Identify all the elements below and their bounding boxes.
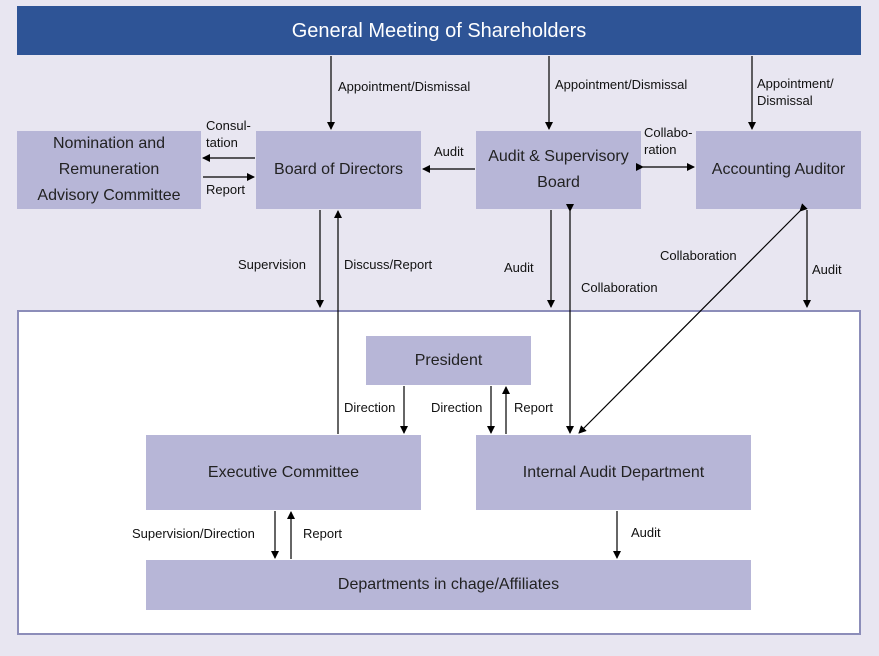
executive-committee-box: Executive Committee: [146, 435, 421, 510]
appointment-dismissal-label-board: Appointment/Dismissal: [338, 79, 471, 94]
president-box: President: [366, 336, 531, 385]
supervision-direction-label: Supervision/Direction: [132, 526, 255, 541]
departments-report-label: Report: [303, 526, 343, 541]
supervision-label: Supervision: [238, 257, 306, 272]
accounting-auditor-box: Accounting Auditor: [696, 131, 861, 209]
audit-departments-label: Audit: [631, 525, 661, 540]
departments-affiliates-box: Departments in chage/Affiliates: [146, 560, 751, 610]
appointment-dismissal-label-accounting: Appointment/ Dismissal: [757, 76, 834, 108]
audit-right-label: Audit: [812, 262, 842, 277]
nomination-committee-box: Nomination and Remuneration Advisory Com…: [17, 131, 201, 209]
nomination-report-label: Report: [206, 182, 246, 197]
general-meeting-box: General Meeting of Shareholders: [17, 6, 861, 55]
collaboration-diagonal-label: Collaboration: [660, 248, 737, 263]
consultation-label: Consul- tation: [206, 118, 251, 150]
discuss-report-label: Discuss/Report: [344, 257, 433, 272]
collaboration-top-label: Collabo- ration: [644, 125, 693, 157]
collaboration-diagonal-arrow: [578, 203, 808, 434]
board-of-directors-box: Board of Directors: [256, 131, 421, 209]
report-president-label: Report: [514, 400, 554, 415]
audit-supervisory-board-box: Audit & Supervisory Board: [476, 131, 641, 209]
appointment-dismissal-label-audit: Appointment/Dismissal: [555, 77, 688, 92]
audit-to-board-label: Audit: [434, 144, 464, 159]
internal-audit-department-box: Internal Audit Department: [476, 435, 751, 510]
collaboration-mid-label: Collaboration: [581, 280, 658, 295]
direction-exec-label: Direction: [344, 400, 396, 415]
direction-audit-label: Direction: [431, 400, 483, 415]
audit-left-label: Audit: [504, 260, 534, 275]
